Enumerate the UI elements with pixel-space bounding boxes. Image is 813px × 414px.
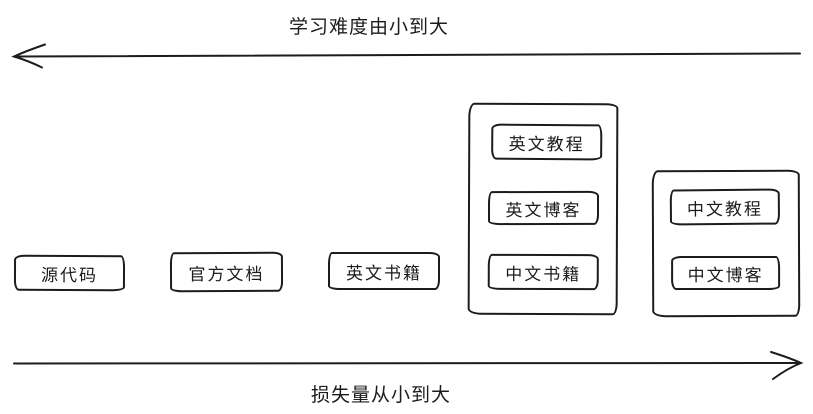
right-arrow-shaft	[13, 361, 801, 365]
box-chinese-tutorials: 中文教程	[669, 188, 781, 226]
box-english-books: 英文书籍	[328, 252, 440, 290]
right-arrow-head	[770, 351, 804, 380]
group-chinese-resources: 中文教程 中文博客	[651, 169, 801, 318]
left-arrow	[11, 43, 801, 69]
box-official-docs: 官方文档	[169, 251, 284, 293]
group-english-resources: 英文教程 英文博客 中文书籍	[467, 102, 619, 316]
box-chinese-books: 中文书籍	[487, 253, 599, 291]
box-chinese-blogs: 中文博客	[671, 255, 781, 291]
bottom-axis-label: 损失量从小到大	[311, 385, 452, 406]
top-axis-label: 学习难度由小到大	[289, 17, 450, 38]
box-english-tutorials: 英文教程	[491, 123, 603, 161]
left-arrow-shaft	[15, 52, 801, 58]
box-source-code: 源代码	[13, 254, 126, 292]
right-arrow	[13, 351, 804, 380]
left-arrow-head	[11, 43, 46, 69]
box-english-blogs: 英文博客	[487, 190, 600, 226]
